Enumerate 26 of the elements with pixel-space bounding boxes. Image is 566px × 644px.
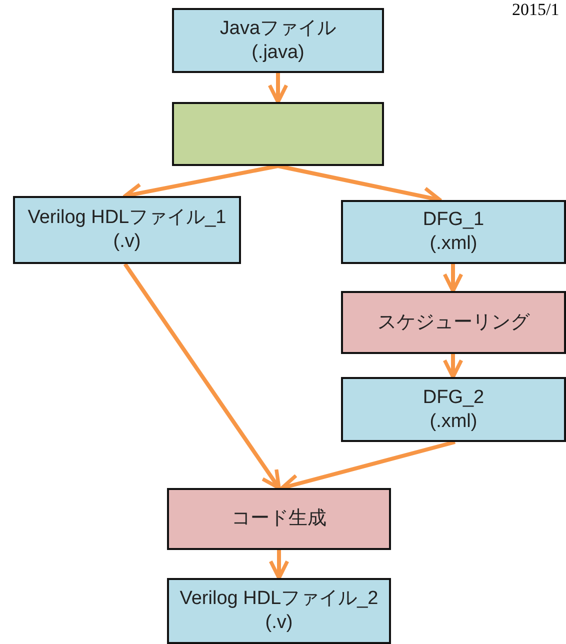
process-box [13, 196, 241, 264]
arrow [268, 550, 290, 580]
arrow [442, 264, 464, 293]
box-label: (.xml) [430, 410, 478, 434]
arrow [123, 262, 281, 490]
process-box [172, 102, 384, 166]
box-label: (.xml) [430, 232, 478, 256]
box-label: Verilog HDLファイル_1 [28, 206, 226, 230]
process-box [167, 488, 391, 550]
box-label: (.java) [252, 40, 304, 64]
box-label: スケジューリング [378, 310, 530, 334]
process-box [341, 200, 566, 264]
box-label: DFG_2 [422, 386, 484, 410]
box-label: コード生成 [232, 507, 326, 531]
box-label: Javaファイル [220, 16, 336, 40]
box-label: Verilog HDLファイル_2 [180, 587, 378, 611]
arrow [268, 73, 288, 104]
box-label: DFG_1 [422, 208, 484, 232]
process-box [341, 291, 566, 354]
process-box [172, 8, 384, 73]
date-label: 2015/1 [512, 0, 560, 20]
process-box [341, 377, 566, 442]
box-label: (.v) [265, 611, 293, 635]
arrow [442, 354, 464, 379]
process-box [167, 578, 391, 644]
box-label: (.v) [113, 230, 141, 254]
